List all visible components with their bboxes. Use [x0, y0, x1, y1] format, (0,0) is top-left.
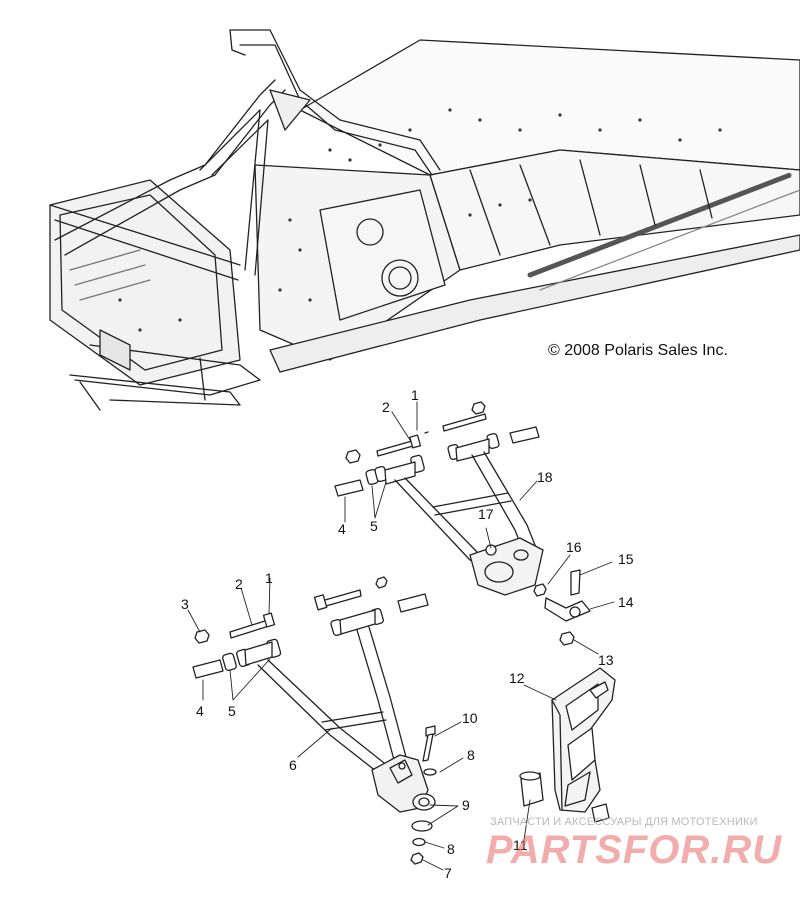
callout-6: 6 — [289, 757, 297, 773]
callout-4-lower: 4 — [196, 703, 204, 719]
callout-2-upper: 2 — [382, 399, 390, 415]
callout-3: 3 — [181, 596, 189, 612]
copyright-notice: © 2008 Polaris Sales Inc. — [548, 342, 728, 359]
callout-15: 15 — [618, 551, 634, 567]
leader-lines — [187, 401, 615, 871]
lower-a-arm-assembly — [192, 576, 437, 865]
callout-14: 14 — [618, 594, 634, 610]
callout-13: 13 — [598, 652, 614, 668]
callout-11: 11 — [513, 837, 528, 853]
callout-17: 17 — [478, 506, 494, 522]
tie-rod-end — [533, 569, 591, 646]
callout-5-lower: 5 — [228, 703, 236, 719]
callout-9: 9 — [462, 797, 470, 813]
callout-8-upper: 8 — [467, 747, 475, 763]
callout-5-upper: 5 — [370, 518, 378, 534]
callout-18: 18 — [537, 469, 553, 485]
watermark-tagline: ЗАПЧАСТИ И АКСЕССУАРЫ ДЛЯ МОТОТЕХНИКИ — [490, 816, 758, 828]
upper-a-arm-assembly — [334, 401, 544, 596]
callout-1-upper: 1 — [411, 387, 419, 403]
spindle — [519, 667, 616, 823]
watermark-logo: PARTSFOR.RU — [486, 828, 783, 872]
callout-10: 10 — [462, 710, 478, 726]
callout-2-lower: 2 — [235, 576, 243, 592]
callout-8-lower: 8 — [447, 841, 455, 857]
callout-1-lower: 1 — [265, 570, 273, 586]
callout-7: 7 — [444, 865, 452, 881]
callout-4-upper: 4 — [338, 521, 346, 537]
callout-16: 16 — [566, 539, 582, 555]
callout-12: 12 — [509, 670, 525, 686]
chassis-frame — [49, 29, 800, 411]
